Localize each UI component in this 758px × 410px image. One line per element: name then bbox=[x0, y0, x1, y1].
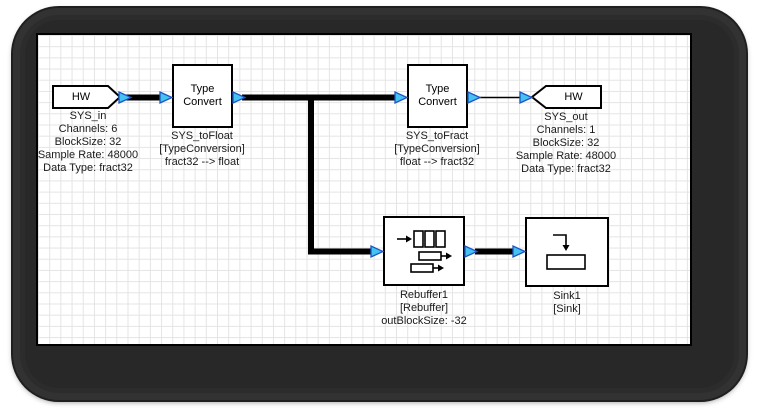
caption-line: Channels: 1 bbox=[496, 124, 636, 137]
rebuffer-icon bbox=[395, 228, 453, 274]
block-sys-tofract-label: Type Convert bbox=[409, 83, 466, 109]
block-rebuffer1[interactable] bbox=[383, 216, 465, 286]
block-sys-tofloat-label: Type Convert bbox=[174, 83, 231, 109]
caption-line: float --> fract32 bbox=[367, 156, 507, 169]
caption-line: outBlockSize: -32 bbox=[354, 315, 494, 328]
caption-line: fract32 --> float bbox=[132, 156, 272, 169]
sink-icon bbox=[545, 231, 589, 273]
block-sys-in-label: HW bbox=[53, 91, 109, 104]
caption-rebuffer1: Rebuffer1 [Rebuffer] outBlockSize: -32 bbox=[354, 289, 494, 328]
caption-line: [TypeConversion] bbox=[132, 143, 272, 156]
caption-line: Sink1 bbox=[497, 290, 637, 303]
caption-line: Sample Rate: 48000 bbox=[496, 150, 636, 163]
caption-line: SYS_out bbox=[496, 111, 636, 124]
caption-line: [Sink] bbox=[497, 303, 637, 316]
caption-sys-tofloat: SYS_toFloat [TypeConversion] fract32 -->… bbox=[132, 130, 272, 169]
caption-line: BlockSize: 32 bbox=[496, 137, 636, 150]
caption-line: SYS_in bbox=[18, 110, 158, 123]
caption-line: [TypeConversion] bbox=[367, 143, 507, 156]
block-sys-out-label: HW bbox=[546, 91, 601, 104]
block-sys-tofloat[interactable]: Type Convert bbox=[172, 64, 233, 128]
block-sys-tofract[interactable]: Type Convert bbox=[407, 64, 468, 128]
caption-line: SYS_toFract bbox=[367, 130, 507, 143]
caption-line: [Rebuffer] bbox=[354, 302, 494, 315]
caption-sys-out: SYS_out Channels: 1 BlockSize: 32 Sample… bbox=[496, 111, 636, 176]
caption-line: SYS_toFloat bbox=[132, 130, 272, 143]
caption-line: Rebuffer1 bbox=[354, 289, 494, 302]
caption-sink1: Sink1 [Sink] bbox=[497, 290, 637, 316]
caption-sys-tofract: SYS_toFract [TypeConversion] float --> f… bbox=[367, 130, 507, 169]
block-sink1[interactable] bbox=[525, 217, 609, 287]
caption-line: Data Type: fract32 bbox=[496, 163, 636, 176]
